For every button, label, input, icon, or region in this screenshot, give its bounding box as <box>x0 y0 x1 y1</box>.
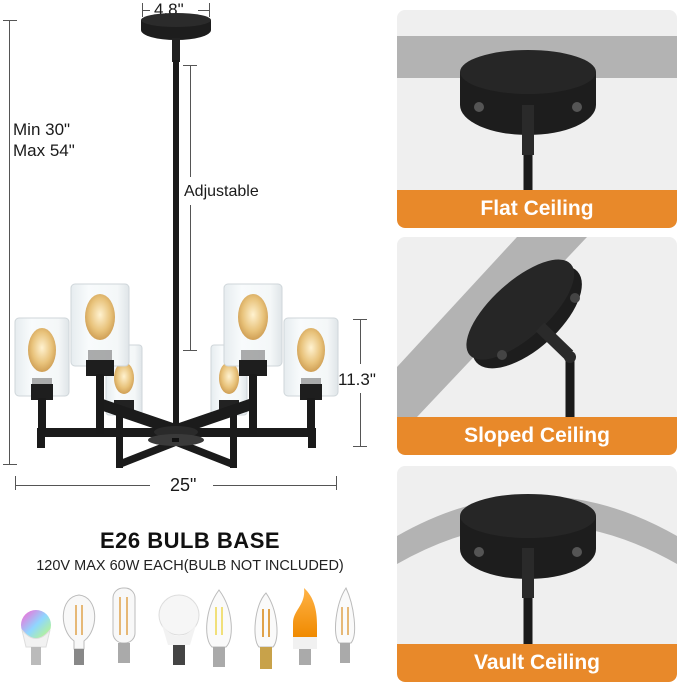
mount-option-vault: Vault Ceiling <box>397 466 677 682</box>
frosted-globe-bulb-icon <box>158 594 200 665</box>
dim-line <box>142 10 150 11</box>
body-height-label: 11.3" <box>338 370 376 389</box>
width-dim-line <box>213 485 336 486</box>
height-dim-line <box>9 20 10 465</box>
dim-tick <box>209 3 210 17</box>
adjustable-dim-line <box>190 65 191 177</box>
dim-tick <box>353 446 367 447</box>
bulb-base-subtitle: 120V MAX 60W EACH(BULB NOT INCLUDED) <box>36 558 344 574</box>
mount-option-flat: Flat Ceiling <box>397 10 677 228</box>
dim-tick <box>183 350 197 351</box>
dim-tick <box>336 476 337 490</box>
bent-tip-filament-bulb-icon <box>335 586 356 663</box>
flame-tip-filament-bulb-icon <box>254 592 278 669</box>
bulb-base-title: E26 BULB BASE <box>99 528 281 553</box>
dim-tick <box>3 20 17 21</box>
flat-ceiling-illustration <box>397 36 677 190</box>
body-height-dim-line <box>360 319 361 364</box>
product-diagram: 4.8" Min 30" Max 54" Adjustable 11.3" 25… <box>0 0 390 500</box>
bulb-info-section: E26 BULB BASE 120V MAX 60W EACH(BULB NOT… <box>0 528 390 574</box>
dim-tick <box>15 476 16 490</box>
tubular-filament-bulb-icon <box>112 587 136 663</box>
dim-tick <box>3 464 17 465</box>
candle-filament-bulb-icon <box>206 589 232 667</box>
body-height-dim-line <box>360 393 361 433</box>
mount-option-sloped: Sloped Ceiling <box>397 237 677 455</box>
height-min-label: Min 30" <box>13 120 71 139</box>
vault-ceiling-illustration <box>397 494 677 646</box>
sloped-ceiling-banner: Sloped Ceiling <box>397 417 677 455</box>
rgb-bulb-icon <box>21 610 51 665</box>
flame-effect-bulb-icon <box>293 588 317 665</box>
flat-ceiling-banner: Flat Ceiling <box>397 190 677 228</box>
bulb-compatibility-row <box>14 585 364 680</box>
globe-filament-bulb-icon <box>62 594 96 665</box>
body-height-dim-line <box>360 430 361 446</box>
sloped-ceiling-illustration <box>397 237 587 417</box>
width-dim-line <box>15 485 150 486</box>
height-max-label: Max 54" <box>13 141 75 160</box>
chandelier-illustration <box>14 13 339 468</box>
dim-line <box>198 10 210 11</box>
body-width-label: 25" <box>170 475 197 495</box>
adjustable-dim-line <box>190 205 191 350</box>
vault-ceiling-banner: Vault Ceiling <box>397 644 677 682</box>
adjustable-label: Adjustable <box>184 183 259 200</box>
